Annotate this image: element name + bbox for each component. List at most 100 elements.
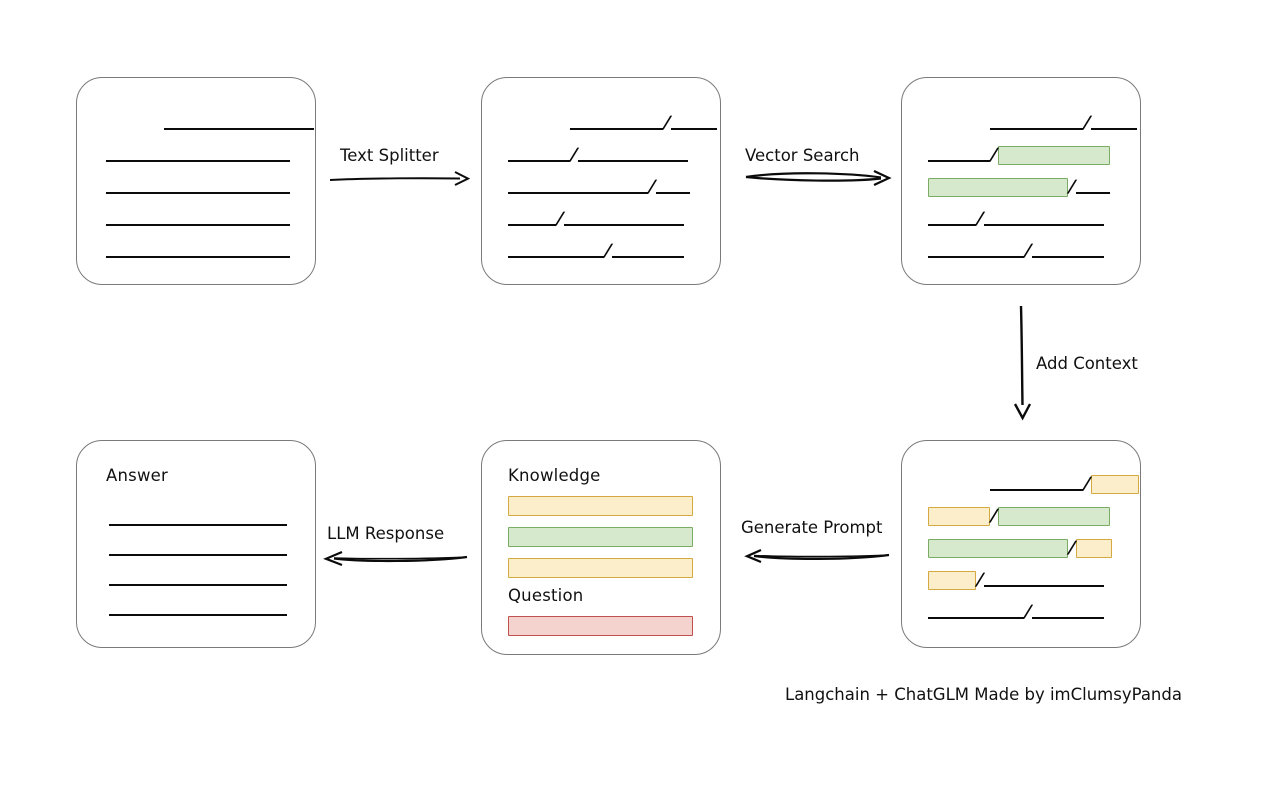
text-line-segment: [106, 256, 290, 258]
text-row: [109, 599, 287, 619]
text-row: /: [508, 112, 718, 133]
text-row: /: [928, 176, 1111, 197]
text-line-segment: [990, 128, 1083, 130]
chunk-separator: /: [1083, 473, 1092, 494]
text-row: [106, 209, 290, 229]
text-row: /: [508, 240, 685, 261]
text-row: /: [928, 112, 1138, 133]
text-line-segment: [656, 192, 691, 194]
text-line-segment: [1032, 256, 1105, 258]
answer-box: Answer: [76, 440, 316, 648]
text-line-segment: [928, 617, 1024, 619]
text-row: [109, 509, 287, 529]
footer-credit: Langchain + ChatGLM Made by imClumsyPand…: [785, 685, 1182, 704]
chunk-separator: /: [1024, 601, 1033, 622]
text-row: /: [928, 569, 1105, 590]
highlight-chip-yellow: [928, 506, 990, 526]
split-chunks-box: / / / / /: [481, 77, 721, 285]
context-added-box: / / / / /: [901, 440, 1141, 648]
text-row: [106, 177, 290, 197]
text-row: [106, 145, 290, 165]
text-line-segment: [109, 584, 287, 586]
text-row: /: [928, 537, 1113, 558]
prompt-bar-green: [508, 527, 693, 547]
text-line-segment: [164, 128, 314, 130]
arrow-vector-search-icon: [745, 170, 892, 186]
chunk-separator: /: [976, 569, 985, 590]
text-line-segment: [109, 554, 287, 556]
text-line-segment: [508, 160, 570, 162]
text-line-segment: [612, 256, 685, 258]
text-line-segment: [1091, 128, 1138, 130]
chunk-separator: /: [990, 144, 999, 165]
arrow-vector-search-label: Vector Search: [745, 146, 860, 165]
highlight-chip-green: [928, 538, 1068, 558]
chunk-separator: /: [663, 112, 672, 133]
text-line-segment: [564, 224, 685, 226]
source-document-box: [76, 77, 316, 285]
text-line-segment: [109, 524, 287, 526]
prompt-bar-yellow: [508, 496, 693, 516]
text-row: /: [508, 209, 685, 229]
text-line-segment: [671, 128, 718, 130]
arrow-add-context-icon: [1013, 305, 1032, 421]
text-line-segment: [508, 224, 556, 226]
text-line-segment: [984, 224, 1105, 226]
chunk-separator: /: [976, 208, 985, 229]
text-row: [106, 241, 290, 261]
knowledge-label: Knowledge: [508, 466, 601, 485]
answer-label: Answer: [106, 466, 168, 485]
text-line-segment: [928, 224, 976, 226]
chunk-separator: /: [570, 144, 579, 165]
prompt-bar-red: [508, 616, 693, 636]
highlight-chip-green: [928, 177, 1068, 197]
chunk-separator: /: [1083, 112, 1092, 133]
text-row: /: [928, 144, 1111, 165]
chunk-separator: /: [1024, 240, 1033, 261]
text-row: /: [928, 601, 1105, 622]
text-row: /: [928, 208, 1105, 229]
text-line-segment: [928, 160, 990, 162]
prompt-bar-yellow: [508, 558, 693, 578]
arrow-generate-prompt-label: Generate Prompt: [741, 518, 883, 537]
text-line-segment: [508, 192, 648, 194]
text-row: /: [928, 505, 1111, 526]
chunk-separator: /: [604, 240, 613, 261]
text-line-segment: [106, 160, 290, 162]
vector-search-hits-box: / / / / /: [901, 77, 1141, 285]
highlight-chip-green: [998, 506, 1111, 526]
text-line-segment: [109, 614, 287, 616]
generated-prompt-box: Knowledge Question: [481, 440, 721, 655]
text-row: /: [508, 176, 691, 197]
arrow-llm-response-label: LLM Response: [327, 524, 445, 543]
text-row: /: [928, 473, 1140, 494]
text-line-segment: [984, 585, 1105, 587]
arrow-text-splitter-label: Text Splitter: [340, 146, 439, 165]
text-line-segment: [106, 224, 290, 226]
text-line-segment: [990, 489, 1083, 491]
arrow-text-splitter-icon: [329, 171, 471, 186]
highlight-chip-yellow: [928, 570, 976, 590]
text-line-segment: [106, 192, 290, 194]
text-row: [106, 113, 314, 133]
arrow-add-context-label: Add Context: [1036, 354, 1138, 373]
arrow-llm-response-icon: [323, 550, 468, 567]
chunk-separator: /: [648, 176, 657, 197]
arrow-generate-prompt-icon: [744, 548, 890, 564]
text-line-segment: [1032, 617, 1105, 619]
highlight-chip-yellow: [1091, 474, 1140, 494]
chunk-separator: /: [1068, 176, 1077, 197]
text-row: /: [508, 144, 689, 165]
text-row: [109, 569, 287, 589]
highlight-chip-yellow: [1076, 538, 1113, 558]
text-line-segment: [570, 128, 663, 130]
text-line-segment: [1076, 192, 1111, 194]
text-row: /: [928, 240, 1105, 261]
question-label: Question: [508, 586, 584, 605]
chunk-separator: /: [990, 505, 999, 526]
highlight-chip-green: [998, 145, 1111, 165]
text-line-segment: [928, 256, 1024, 258]
chunk-separator: /: [1068, 537, 1077, 558]
text-line-segment: [508, 256, 604, 258]
